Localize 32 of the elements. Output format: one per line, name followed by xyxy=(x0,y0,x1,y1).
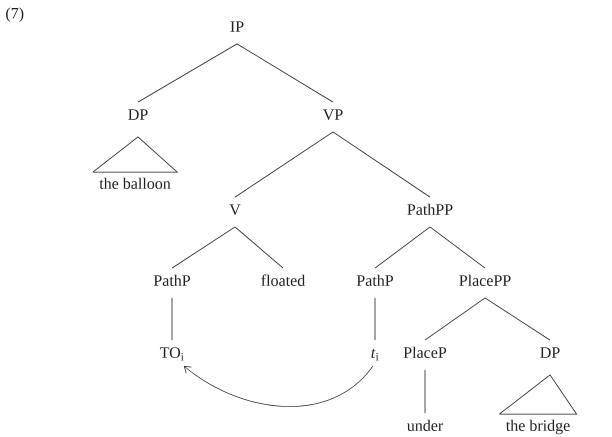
branch-line xyxy=(374,226,430,268)
tree-label: under xyxy=(407,420,444,431)
branch-line xyxy=(484,298,550,340)
tree-label: the bridge xyxy=(506,420,570,434)
tree-label: PlaceP xyxy=(404,346,446,358)
triangle-roof xyxy=(498,374,578,414)
tree-label: DP xyxy=(128,109,148,120)
tree-label: IP xyxy=(230,21,244,32)
tree-label: PathP xyxy=(154,274,190,286)
tree-label: VP xyxy=(322,109,343,120)
branch-line xyxy=(374,298,376,340)
triangle-roof xyxy=(92,136,178,172)
tree-label: PathP xyxy=(356,274,394,286)
branch-line xyxy=(234,226,284,268)
tree-label: DP xyxy=(540,347,560,358)
branch-line xyxy=(332,132,430,198)
tree-label: the balloon xyxy=(99,178,171,189)
tree-label: V xyxy=(229,204,241,216)
branch-line xyxy=(430,226,486,268)
tree-label: TO$_{i}$ xyxy=(160,347,184,360)
tree-label: t$_{i}$ xyxy=(372,348,378,360)
branch-line xyxy=(172,226,236,268)
tree-label: PlacePP xyxy=(459,274,511,286)
branch-line xyxy=(234,132,334,198)
movement-arrow xyxy=(184,366,374,407)
branch-line xyxy=(236,44,334,102)
branch-line xyxy=(138,44,238,102)
example-number: (7) xyxy=(6,7,24,22)
branch-line xyxy=(424,370,426,414)
tree-label: floated xyxy=(261,274,306,286)
tree-label: PathPP xyxy=(407,204,452,215)
branch-line xyxy=(424,298,486,340)
